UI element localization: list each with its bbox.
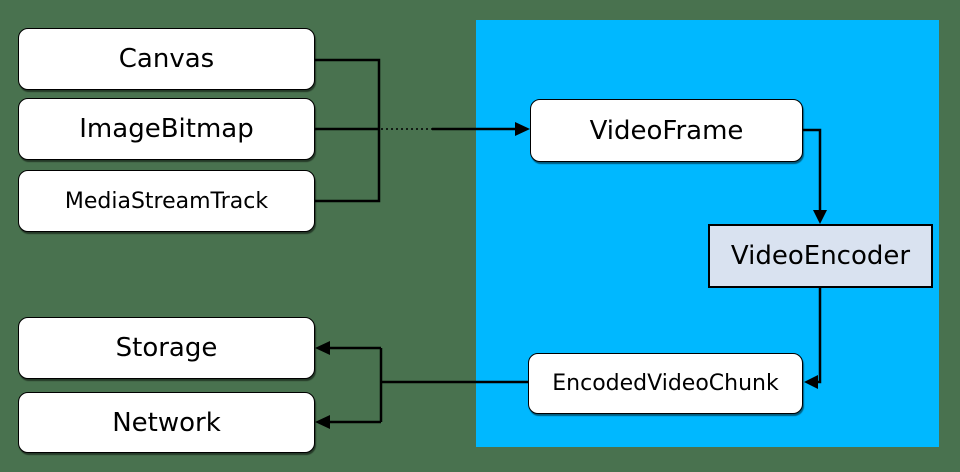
edge-canvas-trunk <box>315 58 381 203</box>
node-videoframe: VideoFrame <box>530 99 803 162</box>
node-videoencoder: VideoEncoder <box>708 224 933 288</box>
node-videoencoder-label: VideoEncoder <box>730 241 911 271</box>
node-imagebitmap: ImageBitmap <box>18 98 315 160</box>
node-mediastreamtrack: MediaStreamTrack <box>18 170 315 232</box>
node-storage-label: Storage <box>115 333 218 363</box>
node-network-label: Network <box>112 407 221 438</box>
node-encodedvideochunk-label: EncodedVideoChunk <box>552 371 779 396</box>
node-mediastreamtrack-label: MediaStreamTrack <box>64 188 269 214</box>
arrowhead-storage <box>315 341 330 355</box>
node-canvas-label: Canvas <box>118 44 215 74</box>
node-network: Network <box>18 392 315 453</box>
node-storage: Storage <box>18 317 315 379</box>
arrowhead-network <box>315 415 330 429</box>
node-videoframe-label: VideoFrame <box>589 115 744 146</box>
node-encodedvideochunk: EncodedVideoChunk <box>528 353 803 414</box>
node-imagebitmap-label: ImageBitmap <box>79 114 254 144</box>
node-canvas: Canvas <box>18 28 315 90</box>
